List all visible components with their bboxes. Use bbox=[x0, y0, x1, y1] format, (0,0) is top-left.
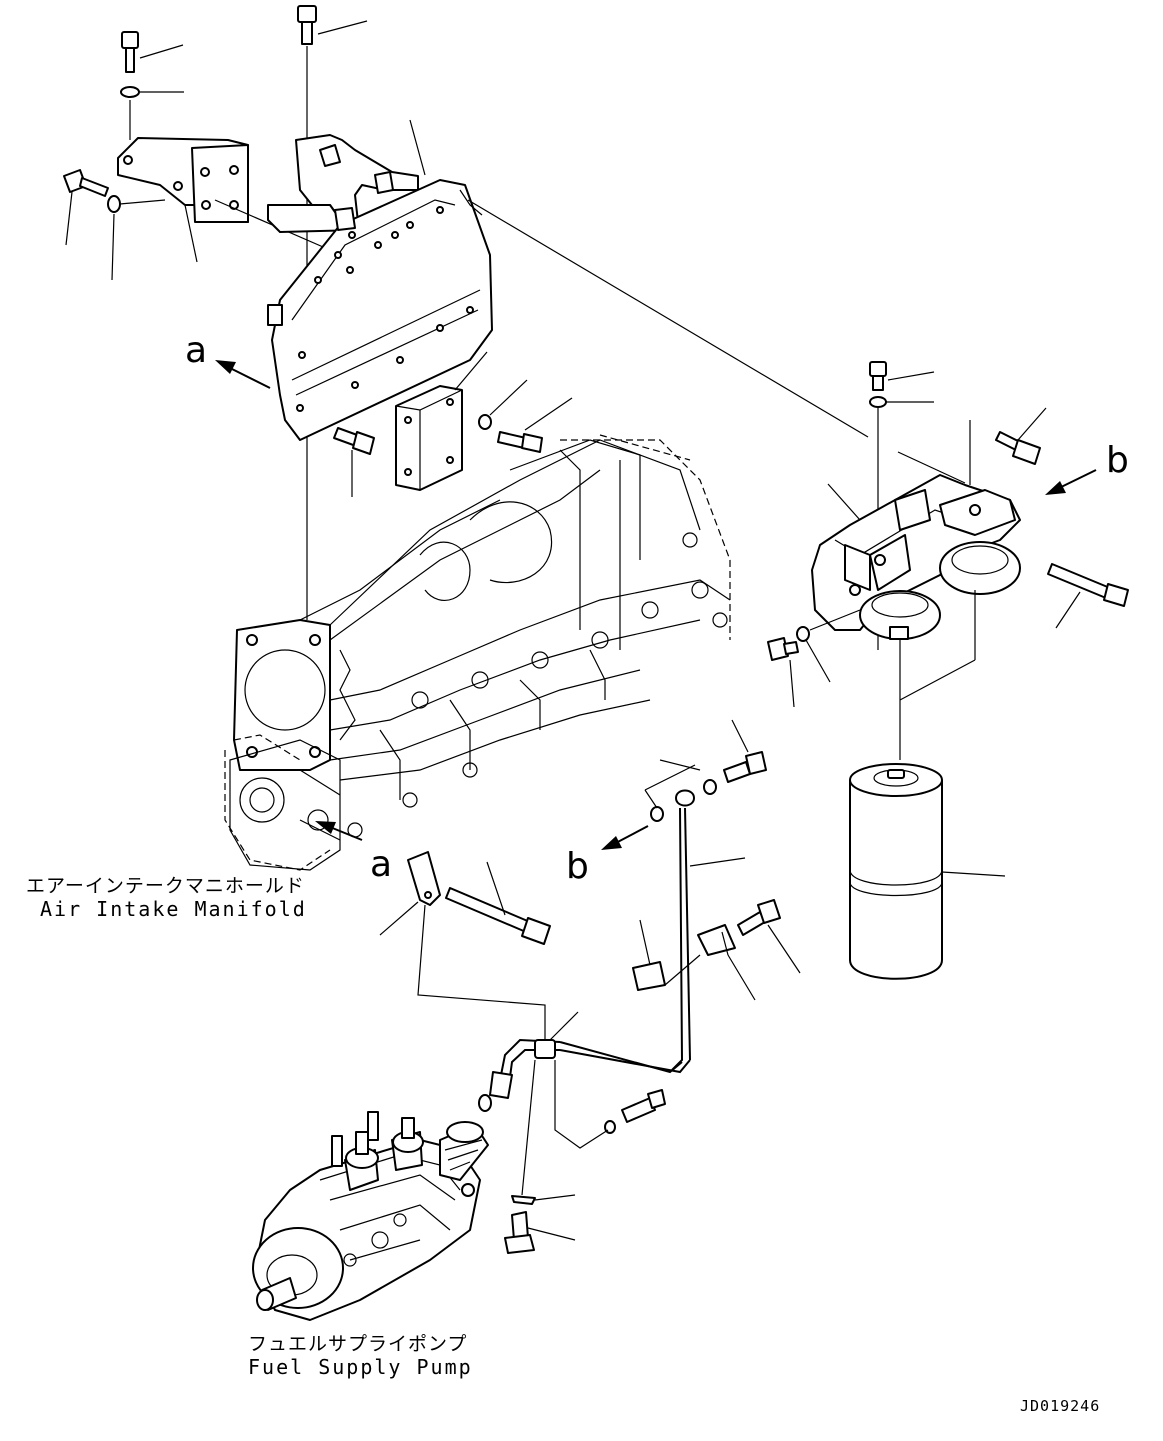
view-arrow-a-lower: a bbox=[315, 821, 392, 885]
washer-top-left bbox=[120, 86, 184, 140]
arrow-label-b-upper: b bbox=[1106, 440, 1129, 481]
banjo-bolt bbox=[554, 1060, 666, 1149]
bolt-bracket-left bbox=[63, 169, 166, 281]
arrow-label-a-lower: a bbox=[370, 844, 392, 885]
fuel-supply-pump bbox=[252, 1111, 489, 1321]
drawing-id: JD019246 bbox=[1020, 1397, 1100, 1415]
label-fuel-supply-pump: フュエルサプライポンプ Fuel Supply Pump bbox=[248, 1333, 473, 1379]
bolt-spacer bbox=[497, 397, 573, 453]
bolt-fuel-line-top bbox=[659, 719, 767, 795]
bolt-pump-lower bbox=[504, 1059, 576, 1254]
pipe-clamp bbox=[632, 919, 756, 1001]
arrow-label-b-lower: b bbox=[566, 846, 589, 887]
washer-pump bbox=[478, 1094, 492, 1112]
view-arrow-b-upper: b bbox=[1045, 440, 1129, 495]
air-intake-manifold bbox=[224, 434, 731, 871]
bolt-filter-right-top bbox=[995, 407, 1047, 465]
bolt-long-manifold bbox=[445, 861, 551, 945]
bracket-left bbox=[117, 137, 331, 263]
bolt-plate-lower bbox=[333, 427, 375, 497]
fuel-filter-cartridge bbox=[849, 590, 1006, 980]
fuel-filter-head bbox=[811, 420, 1021, 640]
manifold-label-jp: エアーインテークマニホールド bbox=[26, 875, 305, 897]
spacer-block bbox=[395, 351, 488, 491]
arrow-label-a-upper: a bbox=[185, 330, 207, 371]
pump-label-jp: フュエルサプライポンプ bbox=[248, 1333, 467, 1355]
bolt-top-left bbox=[121, 31, 184, 73]
bolt-filter-long bbox=[1047, 563, 1129, 629]
pump-fittings bbox=[331, 1111, 489, 1267]
view-arrow-a-upper: a bbox=[185, 330, 271, 389]
plate-holes bbox=[296, 206, 474, 412]
bolt-filter-left bbox=[767, 609, 861, 708]
fuel-hose bbox=[489, 789, 746, 1099]
label-air-intake-manifold: エアーインテークマニホールド Air Intake Manifold bbox=[26, 875, 307, 921]
manifold-bracket bbox=[379, 851, 546, 1040]
manifold-label-en: Air Intake Manifold bbox=[40, 897, 307, 921]
washer-spacer bbox=[478, 379, 528, 430]
view-arrow-b-lower: b bbox=[566, 825, 649, 887]
washer-fuel-line bbox=[644, 764, 696, 822]
bolt-clamp bbox=[737, 899, 801, 974]
pump-label-en: Fuel Supply Pump bbox=[248, 1355, 473, 1379]
mounting-plate bbox=[267, 119, 869, 441]
